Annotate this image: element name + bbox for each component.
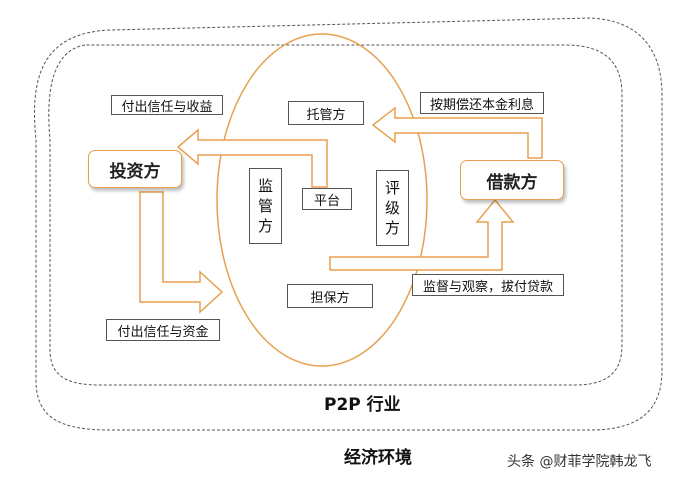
industry-boundary [48, 44, 623, 386]
watermark: 头条 @财菲学院韩龙飞 [507, 454, 652, 470]
loan-flow-arrow [329, 198, 515, 271]
industry-label: P2P 行业 [324, 395, 401, 415]
borrower-box: 借款方 [460, 160, 564, 200]
platform-ellipse [216, 33, 428, 367]
trust-funds-label: 付出信任与资金 [106, 319, 220, 341]
income-flow-arrow [176, 128, 328, 188]
economy-label: 经济环境 [344, 448, 412, 468]
supervise-disburse-label: 监督与观察，拔付贷款 [412, 274, 564, 296]
regulator-box: 监管方 [249, 168, 282, 244]
investor-box: 投资方 [88, 150, 182, 188]
economy-boundary [34, 17, 663, 431]
custodian-box: 托管方 [288, 101, 364, 125]
repay-label: 按期偿还本金利息 [420, 92, 544, 114]
funds-flow-arrow [139, 191, 224, 314]
guarantor-box: 担保方 [287, 284, 373, 308]
repayment-flow-arrow [371, 106, 543, 159]
platform-box: 平台 [302, 188, 352, 210]
rater-box: 评级方 [376, 170, 409, 246]
trust-income-label: 付出信任与收益 [111, 95, 223, 115]
